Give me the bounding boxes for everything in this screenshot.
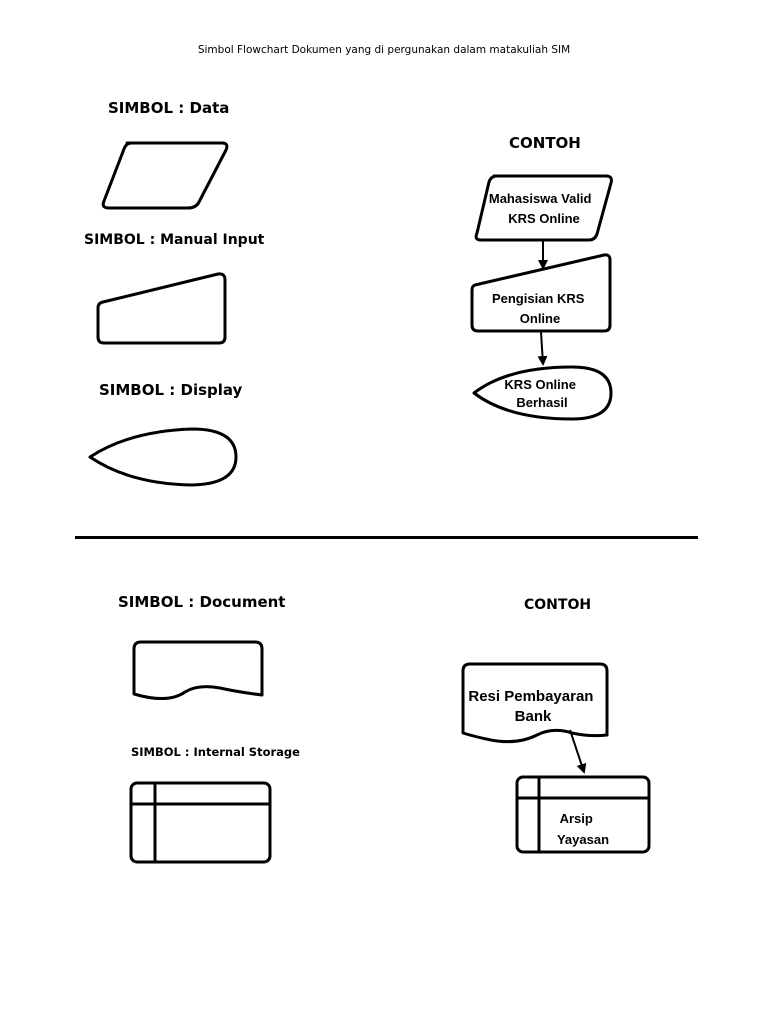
example-arrow-2 <box>537 331 548 366</box>
internal-storage-symbol-shape <box>129 781 272 864</box>
example-storage-node-line-2: Yayasan <box>557 832 609 847</box>
example-manual-input-node-text: Pengisian KRS Online <box>492 291 588 326</box>
example-heading-2: CONTOH <box>524 597 592 613</box>
example-document-node-line-1: Resi Pembayaran <box>468 688 593 705</box>
example-data-node-line-1: Mahasiswa Valid <box>489 191 592 206</box>
example-data-node-text: Mahasiswa Valid KRS Online <box>489 191 595 226</box>
example-manual-input-node-shape <box>470 253 612 333</box>
symbol-display-label: SIMBOL : Display <box>99 381 243 399</box>
example-manual-input-node-line-2: Online <box>520 311 560 326</box>
symbol-internal-storage-label: SIMBOL : Internal Storage <box>131 745 300 759</box>
symbol-manual-input-label: SIMBOL : Manual Input <box>84 232 265 248</box>
example-display-node-line-1: KRS Online <box>504 377 576 392</box>
example-document-node-shape <box>461 662 609 744</box>
example-storage-node-shape <box>515 775 651 854</box>
example-data-node-line-2: KRS Online <box>508 211 580 226</box>
example-heading-1: CONTOH <box>509 134 581 152</box>
document-symbol-shape <box>132 640 264 700</box>
symbol-data-label: SIMBOL : Data <box>108 99 230 117</box>
example-display-node-line-2: Berhasil <box>516 395 567 410</box>
example-data-node-shape <box>474 174 613 242</box>
example-display-node-text: KRS Online Berhasil <box>504 377 579 410</box>
example-display-node-shape <box>472 365 613 421</box>
example-manual-input-node-line-1: Pengisian KRS <box>492 291 585 306</box>
example-document-node-line-2: Bank <box>515 708 552 725</box>
display-symbol-shape <box>88 427 238 487</box>
section-divider <box>75 536 698 539</box>
example-document-node-text: Resi Pembayaran Bank <box>468 688 597 725</box>
example-storage-node-text: Arsip Yayasan <box>557 811 609 847</box>
symbol-document-label: SIMBOL : Document <box>118 593 286 611</box>
page-title: Simbol Flowchart Dokumen yang di perguna… <box>197 44 571 56</box>
example-arrow-3 <box>569 729 587 774</box>
data-symbol-shape <box>101 141 229 210</box>
manual-input-symbol-shape <box>96 272 227 345</box>
example-storage-node-line-1: Arsip <box>560 811 593 826</box>
